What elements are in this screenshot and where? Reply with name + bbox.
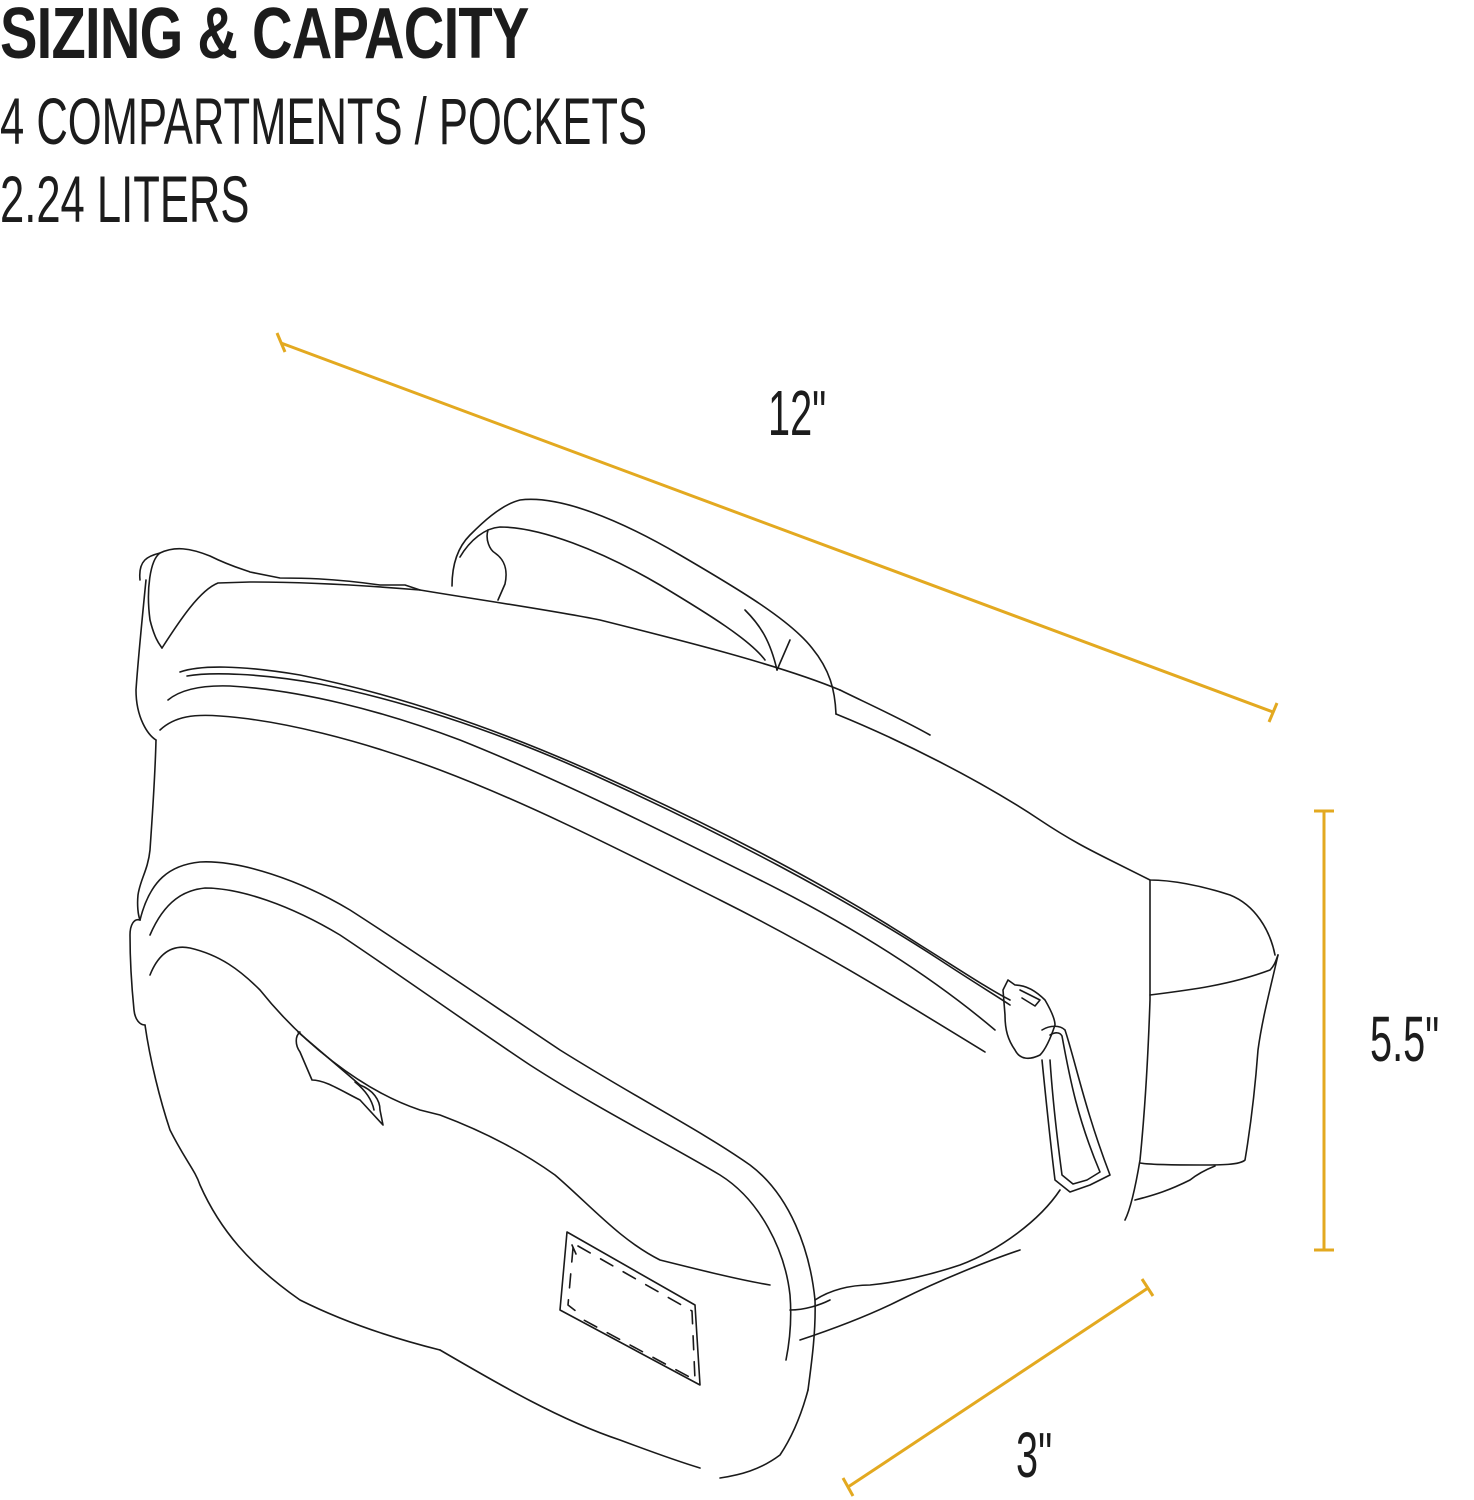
front-pocket	[139, 861, 816, 1391]
dimension-label-depth: 3"	[1016, 1419, 1053, 1491]
side-slip-pocket	[295, 1031, 384, 1126]
dimension-line-length	[275, 332, 1279, 723]
dimension-line-height	[1314, 809, 1334, 1252]
main-zipper-track	[179, 666, 1011, 1001]
dimension-label-length: 12"	[768, 377, 827, 449]
top-handle	[451, 498, 837, 715]
compartments-text: 4 COMPARTMENTS / POCKETS	[0, 84, 648, 158]
capacity-text: 2.24 LITERS	[0, 162, 250, 236]
heading-title: SIZING & CAPACITY	[0, 0, 529, 74]
dimension-label-height: 5.5"	[1370, 1003, 1440, 1075]
zipper-pull-icon	[1002, 979, 1111, 1193]
logo-patch-icon	[559, 1231, 701, 1386]
left-strap	[138, 547, 421, 591]
dimension-line-depth	[841, 1278, 1155, 1497]
